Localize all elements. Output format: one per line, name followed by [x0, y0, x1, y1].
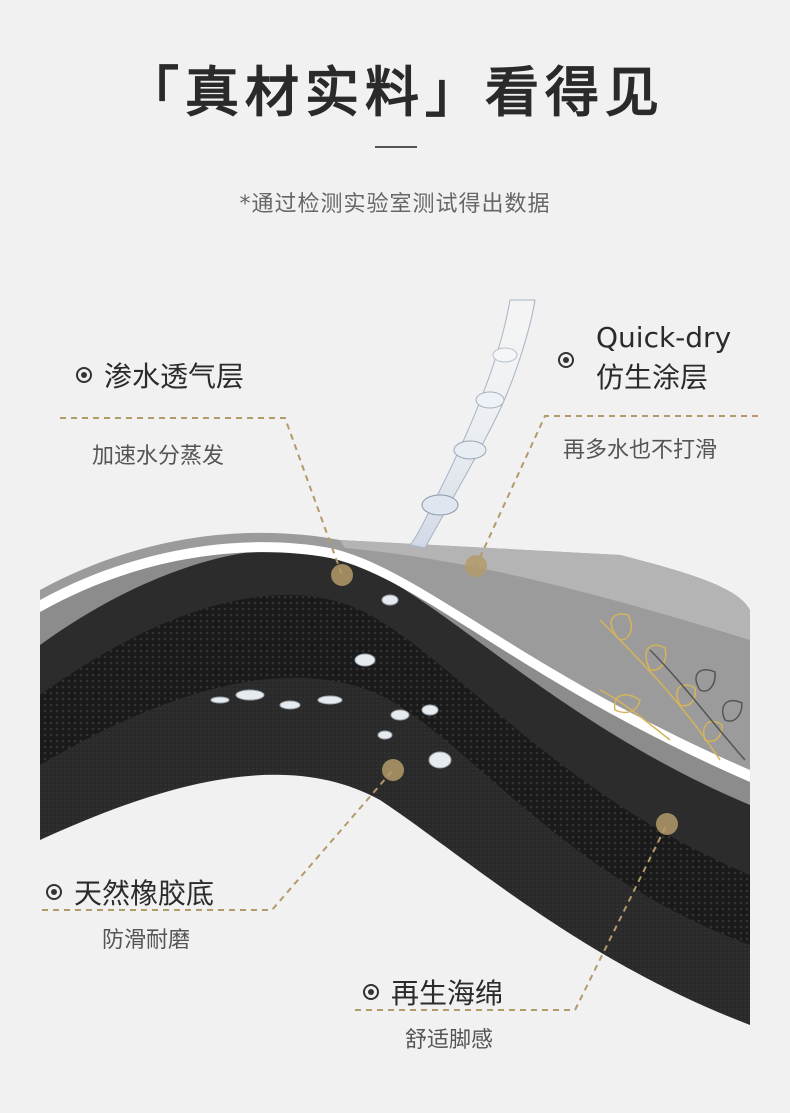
bullet-icon: [363, 984, 379, 1000]
sponge-layer: [40, 589, 750, 945]
label-breathable-layer: 渗水透气层: [76, 355, 244, 395]
water-stream: [408, 299, 536, 549]
rubber-layer-desc: 防滑耐磨: [102, 928, 191, 953]
breathable-layer-name: 渗水透气层: [104, 360, 245, 393]
page-title: 「真材实料」看得见: [125, 61, 665, 124]
coating-layer-name-en: Quick-dry: [596, 321, 732, 354]
rubber-layer-name: 天然橡胶底: [74, 877, 215, 910]
callout-dots: [331, 555, 678, 835]
leaf-decoration-dark: [649, 649, 746, 761]
rubber-layer: [40, 675, 750, 1025]
label-sponge-layer: 再生海绵: [363, 972, 503, 1012]
leaf-decoration: [599, 613, 723, 761]
bullet-icon: [76, 367, 92, 383]
coating-layer-desc: 再多水也不打滑: [563, 438, 718, 463]
title-divider: [375, 146, 417, 148]
coating-layer: [40, 532, 750, 770]
bullet-icon: [46, 884, 62, 900]
callout-lines: [42, 415, 758, 1011]
coating-layer-name-cn: 仿生涂层: [596, 361, 709, 394]
label-rubber-layer: 天然橡胶底: [46, 872, 214, 912]
breathable-layer-desc: 加速水分蒸发: [92, 444, 225, 469]
label-coating-layer: Quick-dry 仿生涂层: [558, 318, 731, 398]
water-droplets: [210, 594, 452, 769]
mat-layers-illustration: [40, 299, 758, 1025]
page-subtitle: *通过检测实验室测试得出数据: [239, 192, 551, 217]
sponge-layer-desc: 舒适脚感: [405, 1028, 494, 1053]
sponge-layer-name: 再生海绵: [391, 977, 504, 1010]
middle-layer: [40, 544, 750, 875]
bullet-icon: [558, 352, 574, 368]
